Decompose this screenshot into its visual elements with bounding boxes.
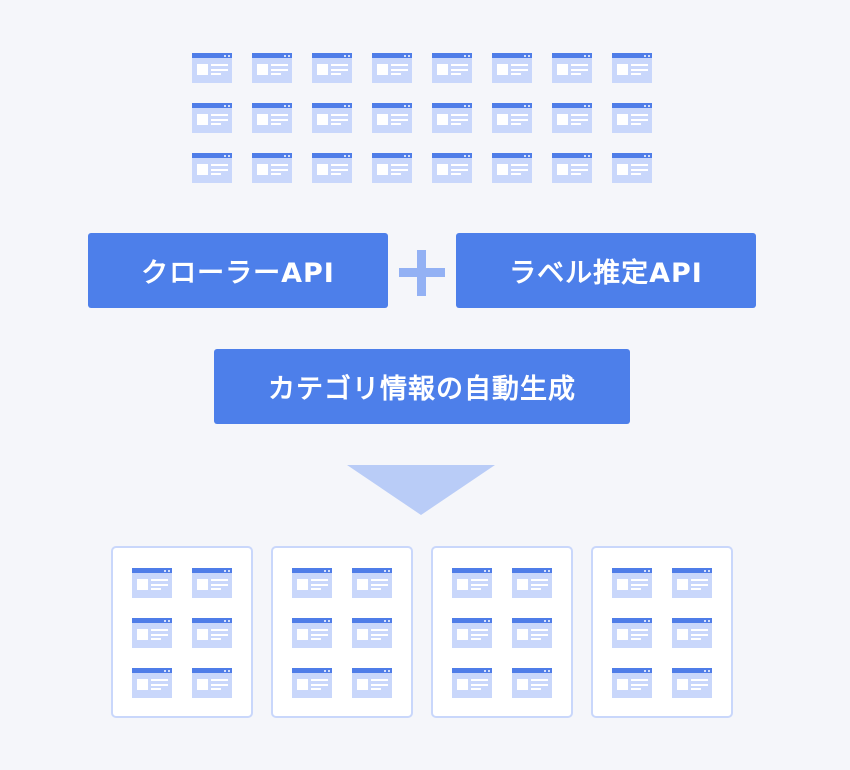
webpage-icon xyxy=(252,53,292,83)
webpage-icon xyxy=(372,53,412,83)
webpage-icon xyxy=(492,103,532,133)
label-estimation-api-box: ラベル推定API xyxy=(456,233,756,308)
plus-icon xyxy=(399,250,445,296)
webpage-icon xyxy=(252,153,292,183)
webpage-icon xyxy=(432,153,472,183)
webpage-icon xyxy=(452,618,492,648)
webpage-icon xyxy=(512,618,552,648)
webpage-icon xyxy=(552,103,592,133)
webpage-icon xyxy=(512,568,552,598)
webpage-icon xyxy=(312,153,352,183)
down-arrow-icon xyxy=(347,465,495,515)
webpage-icon xyxy=(672,568,712,598)
webpage-icon xyxy=(292,668,332,698)
category-panel xyxy=(271,546,413,718)
category-panel xyxy=(111,546,253,718)
webpage-icon xyxy=(552,53,592,83)
webpage-icon xyxy=(612,53,652,83)
webpage-icon xyxy=(192,568,232,598)
auto-category-generation-label: カテゴリ情報の自動生成 xyxy=(268,374,576,405)
webpage-icon xyxy=(352,668,392,698)
webpage-icon xyxy=(672,618,712,648)
webpage-icon xyxy=(612,618,652,648)
webpage-icon xyxy=(492,153,532,183)
webpage-icon xyxy=(372,103,412,133)
label-estimation-api-label: ラベル推定API xyxy=(509,258,703,289)
webpage-icon xyxy=(612,153,652,183)
crawler-api-box: クローラーAPI xyxy=(88,233,388,308)
webpage-icon xyxy=(612,568,652,598)
webpage-icon xyxy=(312,53,352,83)
webpage-icon xyxy=(492,53,532,83)
webpage-icon xyxy=(372,153,412,183)
webpage-icon xyxy=(192,153,232,183)
webpage-icon xyxy=(612,103,652,133)
webpage-icon xyxy=(192,618,232,648)
webpage-icon xyxy=(612,668,652,698)
webpage-icon xyxy=(132,568,172,598)
webpage-icon xyxy=(432,53,472,83)
webpage-icon xyxy=(312,103,352,133)
webpage-icon xyxy=(432,103,472,133)
webpage-icon xyxy=(252,103,292,133)
webpage-icon xyxy=(672,668,712,698)
auto-category-generation-box: カテゴリ情報の自動生成 xyxy=(214,349,630,424)
webpage-icon xyxy=(452,668,492,698)
webpage-icon xyxy=(132,668,172,698)
webpage-icon xyxy=(192,103,232,133)
webpage-icon xyxy=(512,668,552,698)
webpage-icon xyxy=(132,618,172,648)
webpage-icon xyxy=(192,668,232,698)
webpage-icon xyxy=(352,618,392,648)
webpage-grid xyxy=(0,0,850,200)
category-panel xyxy=(431,546,573,718)
webpage-icon xyxy=(192,53,232,83)
category-panel xyxy=(591,546,733,718)
webpage-icon xyxy=(292,618,332,648)
webpage-icon xyxy=(452,568,492,598)
webpage-icon xyxy=(552,153,592,183)
webpage-icon xyxy=(292,568,332,598)
crawler-api-label: クローラーAPI xyxy=(141,258,335,289)
webpage-icon xyxy=(352,568,392,598)
